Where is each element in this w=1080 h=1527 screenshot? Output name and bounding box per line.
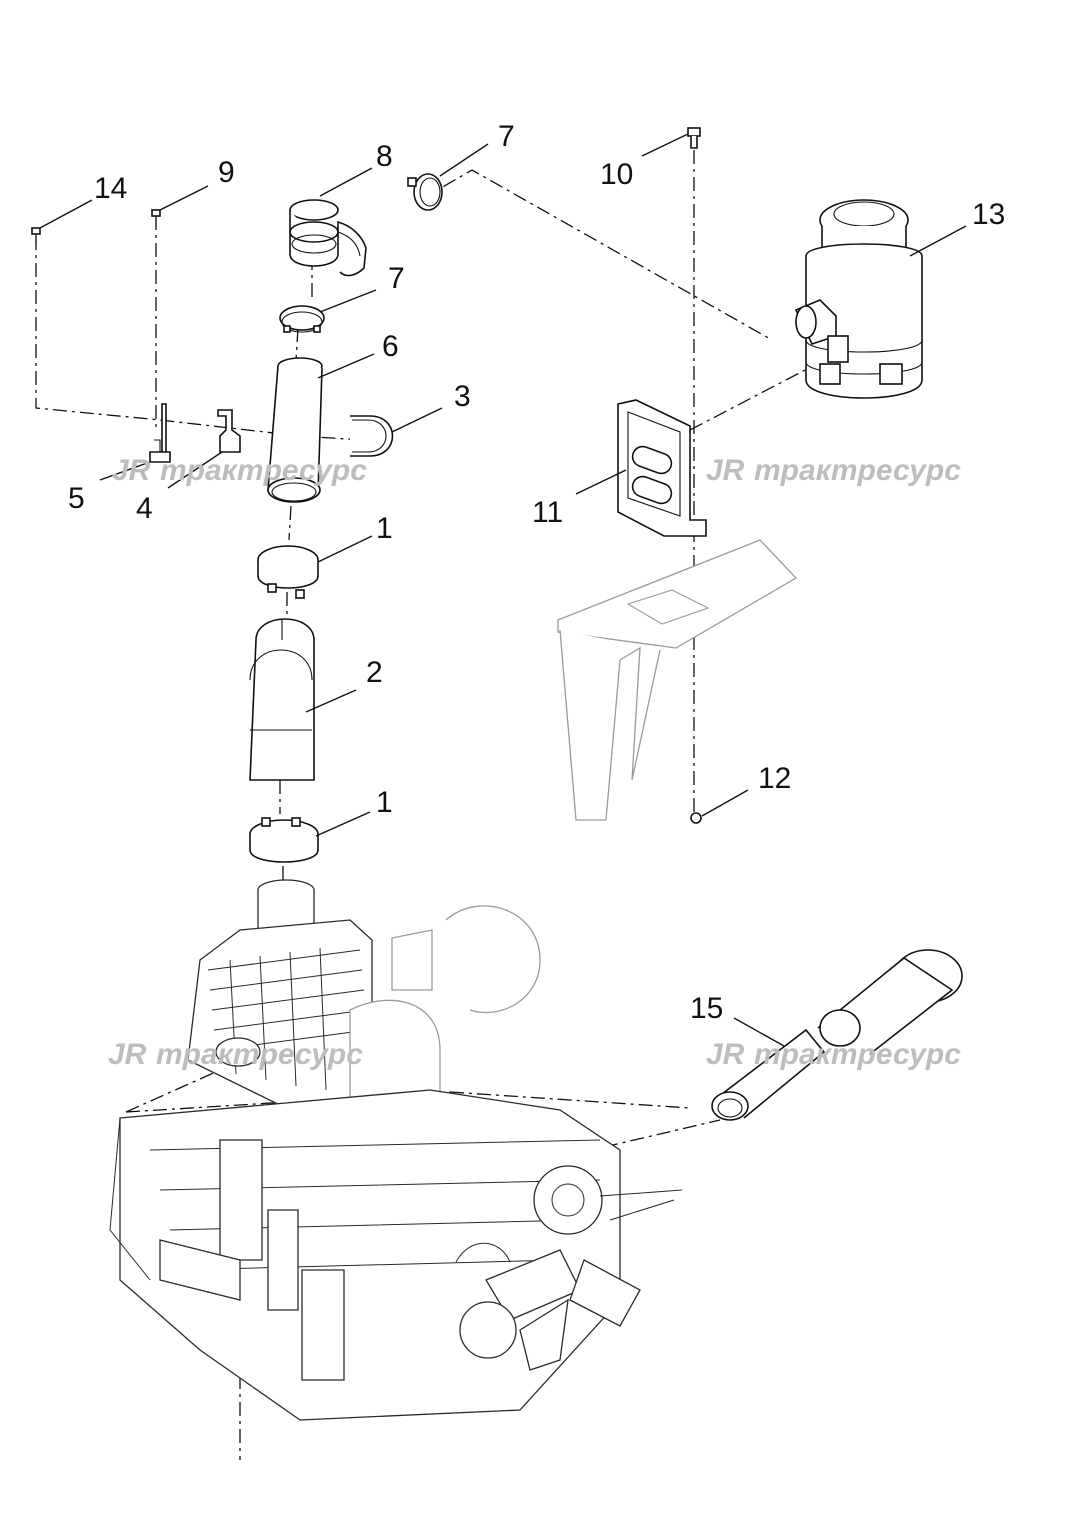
callout-1-lower: 1 [376, 786, 393, 819]
engine [109, 879, 683, 1421]
hose-2 [249, 618, 315, 781]
callout-15: 15 [690, 992, 723, 1025]
callout-3: 3 [454, 380, 471, 413]
watermark-top-right: JR трактресурс [706, 454, 961, 487]
mounting-frame-ghost [557, 539, 798, 821]
u-bolt-3 [350, 415, 394, 457]
watermark-mid-right: JR трактресурс [706, 1038, 961, 1071]
svg-text:JR: JR [112, 454, 151, 487]
callout-14: 14 [94, 172, 127, 205]
bolt-10 [687, 127, 701, 149]
bolt-14 [31, 227, 41, 244]
watermark-brand: трактресурс [160, 454, 367, 487]
bolt-9 [151, 209, 161, 226]
svg-text:JR: JR [706, 1038, 745, 1071]
pipe-6 [267, 357, 323, 503]
callout-8: 8 [376, 140, 393, 173]
callout-6: 6 [382, 330, 399, 363]
bracket-5 [149, 403, 171, 463]
clamp-7-lower [279, 305, 325, 333]
watermark-brand: трактресурс [754, 454, 961, 487]
watermark-top-left: JR трактресурс [112, 454, 367, 487]
svg-text:JR: JR [706, 454, 745, 487]
callout-12: 12 [758, 762, 791, 795]
callout-1-upper: 1 [376, 512, 393, 545]
callouts: 14 9 8 7 10 13 7 6 3 5 4 11 1 2 12 1 15 [68, 120, 1005, 1025]
callout-7-upper: 7 [498, 120, 515, 153]
callout-9: 9 [218, 156, 235, 189]
callout-13: 13 [972, 198, 1005, 231]
clamp-7-upper [407, 173, 443, 211]
nut-12 [690, 812, 702, 824]
watermark-brand: трактресурс [156, 1038, 363, 1071]
callout-7-lower: 7 [388, 262, 405, 295]
leader-lines [39, 133, 967, 1047]
callout-4: 4 [136, 492, 153, 525]
callout-5: 5 [68, 482, 85, 515]
svg-text:JR: JR [108, 1038, 147, 1071]
watermark-brand: трактресурс [754, 1038, 961, 1071]
elbow-8 [289, 199, 367, 277]
callout-10: 10 [600, 158, 633, 191]
air-filter-13 [794, 199, 923, 399]
bracket-11 [617, 399, 707, 537]
clamp-1-upper [257, 545, 319, 599]
clamp-1-lower [249, 817, 319, 863]
filter-element-15 [711, 949, 963, 1121]
callout-11: 11 [532, 496, 563, 529]
strap-4 [217, 409, 241, 453]
watermark-mid-left: JR трактресурс [108, 1038, 363, 1071]
callout-2: 2 [366, 656, 383, 689]
